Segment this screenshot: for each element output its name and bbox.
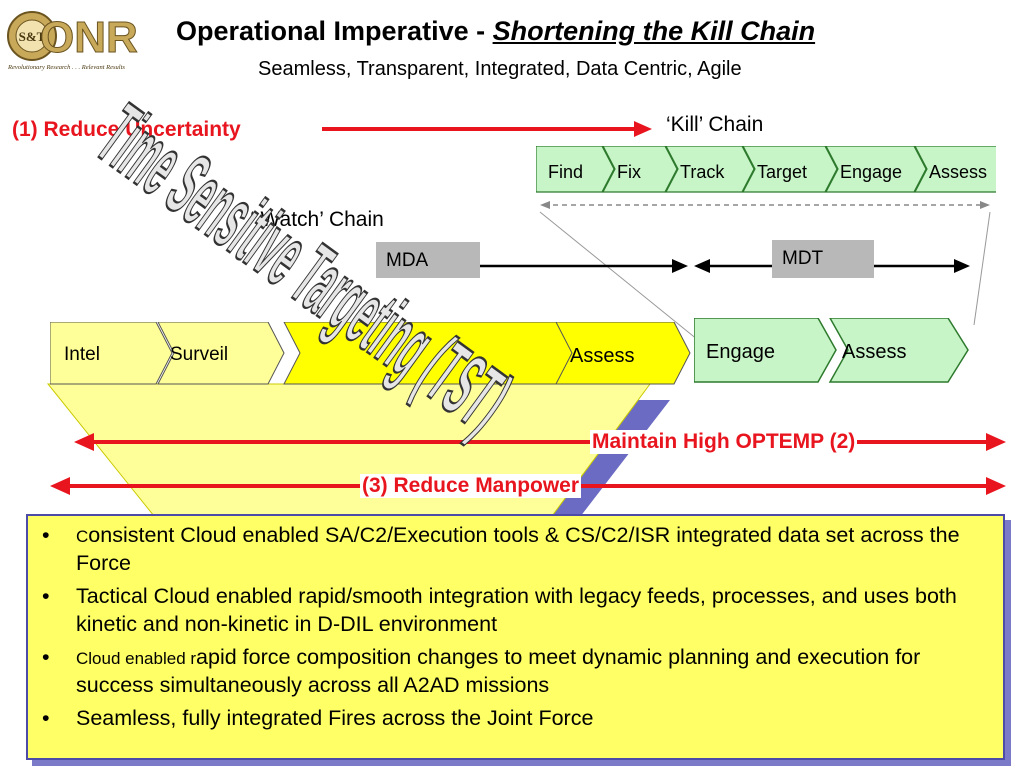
bullet-item: Consistent Cloud enabled SA/C2/Execution… <box>38 522 987 577</box>
mdt-box: MDT <box>772 240 874 278</box>
page-title: Operational Imperative - Shortening the … <box>176 16 815 47</box>
reduce-uncertainty-label: (1) Reduce Uncertainty <box>12 118 241 141</box>
watch-chain-label: ‘ Watch’ Chain <box>250 208 384 231</box>
kill-step-fix-shape <box>602 146 678 193</box>
watch-step-assess: Assess <box>570 345 634 367</box>
watch-step-intel-shape <box>50 322 173 385</box>
watch-step-intel: Intel <box>64 344 100 365</box>
logo-tagline: Revolutionary Research . . . Relevant Re… <box>7 64 125 71</box>
mda-box: MDA <box>376 242 480 278</box>
watch-step-hidden-shape <box>283 322 575 385</box>
kill-chain-label: ‘Kill’ Chain <box>666 113 764 136</box>
expanded-step-assess: Assess <box>842 341 906 363</box>
kill-step-assess: Assess <box>929 162 987 182</box>
kill-step-engage-shape <box>825 146 927 193</box>
zoom-guide-right <box>973 211 991 326</box>
kill-chain: Find Fix Track Target Engage Assess <box>536 146 996 193</box>
bullet-text: onsistent Cloud enabled SA/C2/Execution … <box>76 523 960 575</box>
bullet-item: Cloud enabled rapid force composition ch… <box>38 644 987 699</box>
kill-step-assess-shape <box>914 146 996 193</box>
watch-step-assess-shape <box>555 322 691 385</box>
logo-brand-text: ONR <box>40 13 138 62</box>
bullet-text: Tactical Cloud enabled rapid/smooth inte… <box>76 584 957 636</box>
optemp-label: Maintain High OPTEMP (2) <box>590 430 858 454</box>
kill-step-engage: Engage <box>840 162 902 182</box>
kill-step-track: Track <box>680 162 725 182</box>
kill-step-track-shape <box>665 146 755 193</box>
kill-step-target-shape <box>742 146 838 193</box>
watch-step-surveil: Surveil <box>170 344 228 365</box>
onr-logo: S&T ONR Revolutionary Research . . . Rel… <box>4 6 154 74</box>
bullet-lead: Cloud enabled r <box>76 649 197 668</box>
bullet-item: Tactical Cloud enabled rapid/smooth inte… <box>38 583 987 638</box>
bullet-list: Consistent Cloud enabled SA/C2/Execution… <box>38 522 987 733</box>
watch-step-surveil-shape <box>157 322 285 385</box>
title-prefix: Operational Imperative - <box>176 16 493 46</box>
page-subtitle: Seamless, Transparent, Integrated, Data … <box>258 58 742 80</box>
kill-step-find: Find <box>548 162 583 182</box>
watch-chain: Intel Surveil Assess <box>50 322 691 385</box>
manpower-label: (3) Reduce Manpower <box>360 474 582 498</box>
expanded-assess-shape <box>828 318 969 383</box>
bullet-item: Seamless, fully integrated Fires across … <box>38 705 987 733</box>
kill-step-find-shape <box>536 146 615 193</box>
zoom-guide-left <box>539 211 699 341</box>
bullet-text: Seamless, fully integrated Fires across … <box>76 706 594 730</box>
expanded-engage-shape <box>694 318 837 383</box>
title-emphasis: Shortening the Kill Chain <box>492 16 816 46</box>
bullet-box: Consistent Cloud enabled SA/C2/Execution… <box>26 514 1005 760</box>
mda-label: MDA <box>386 250 429 271</box>
kill-step-target: Target <box>757 162 807 182</box>
kill-step-fix: Fix <box>617 162 641 182</box>
bullet-text: apid force composition changes to meet d… <box>76 645 921 697</box>
expanded-chain: Engage Assess <box>694 318 969 383</box>
expanded-step-engage: Engage <box>706 341 775 363</box>
mdt-label: MDT <box>782 248 824 269</box>
logo-seal-text: S&T <box>19 29 46 44</box>
bullet-lead: C <box>76 527 89 546</box>
